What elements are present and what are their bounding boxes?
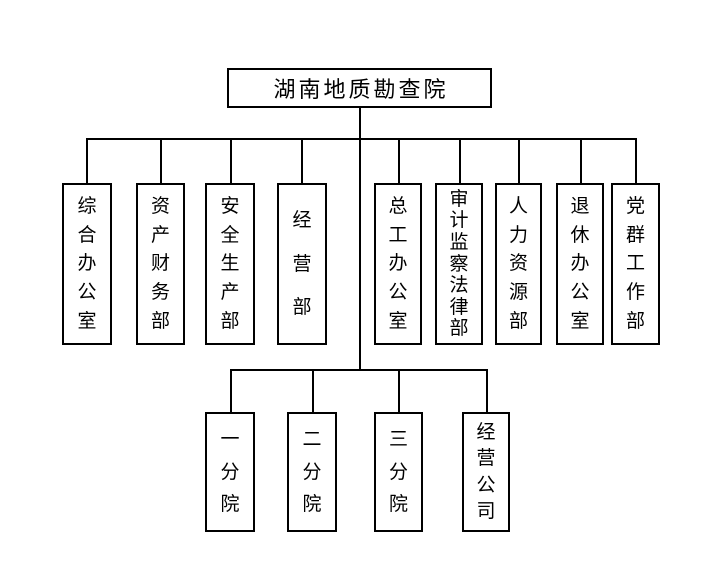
- connector-drop-audit-supervision-legal-dept: [459, 138, 461, 183]
- dept-box-operations-dept: 经营部: [277, 183, 327, 345]
- dept-box-asset-finance-dept: 资产财务部: [136, 183, 185, 345]
- root-box-label: 湖南地质勘查院: [273, 77, 449, 102]
- branch-box-2: 二分院: [287, 412, 337, 532]
- connector-level1-bus: [86, 138, 636, 140]
- dept-box-party-mass-work-dept: 党群工作部: [611, 183, 660, 345]
- branch-box-3: 三分院: [374, 412, 423, 532]
- connector-drop-comprehensive-office: [86, 138, 88, 183]
- connector-drop-asset-finance-dept: [160, 138, 162, 183]
- connector-drop-party-mass-work-dept: [635, 138, 637, 183]
- connector-drop-human-resources-dept: [518, 138, 520, 183]
- root-box-hunan-geological-survey-institute: 湖南地质勘查院: [227, 68, 492, 108]
- dept-box-comprehensive-office: 综合办公室: [62, 183, 112, 345]
- connector-drop-branch-2: [312, 369, 314, 412]
- connector-central-stem: [359, 108, 361, 370]
- branch-box-1: 一分院: [205, 412, 255, 532]
- dept-box-chief-engineer-office: 总工办公室: [374, 183, 422, 345]
- dept-box-retirement-office: 退休办公室: [556, 183, 604, 345]
- connector-level2-bus: [230, 369, 487, 371]
- connector-drop-branch-1: [230, 369, 232, 412]
- connector-drop-retirement-office: [580, 138, 582, 183]
- connector-drop-branch-3: [398, 369, 400, 412]
- dept-box-safety-production-dept: 安全生产部: [205, 183, 255, 345]
- dept-box-audit-supervision-legal-dept: 审计监察法律部: [435, 183, 483, 345]
- connector-drop-safety-production-dept: [230, 138, 232, 183]
- connector-drop-chief-engineer-office: [398, 138, 400, 183]
- dept-box-human-resources-dept: 人力资源部: [495, 183, 542, 345]
- connector-drop-operating-company: [486, 369, 488, 412]
- branch-box-operating-company: 经营公司: [462, 412, 510, 532]
- connector-drop-operations-dept: [301, 138, 303, 183]
